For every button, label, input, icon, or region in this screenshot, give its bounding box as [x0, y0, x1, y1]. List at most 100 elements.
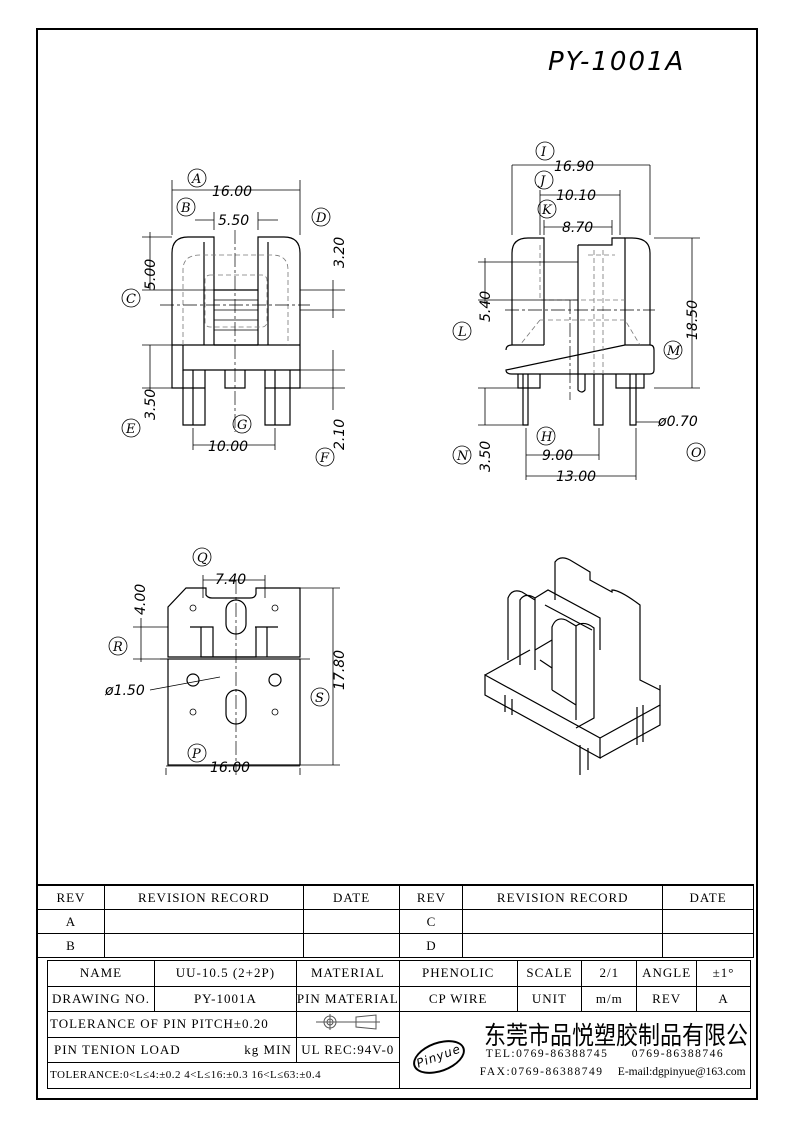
- dim-S: 17.80: [332, 650, 348, 690]
- date-cell: [302, 933, 401, 958]
- dim-B: 5.50: [218, 213, 249, 229]
- label-N: N: [456, 449, 469, 464]
- date-cell: [302, 909, 401, 934]
- label-J: J: [537, 174, 546, 189]
- revision-record-header: REVISION RECORD: [462, 884, 664, 910]
- angle-value: ±1°: [696, 960, 751, 987]
- company-name: 东莞市品悦塑胶制品有限公司: [483, 1021, 751, 1050]
- name-value: UU-10.5 (2+2P): [153, 960, 297, 987]
- label-A: A: [191, 172, 201, 187]
- dim-I: 16.90: [554, 159, 594, 175]
- pinyue-logo: Pinyue: [408, 1033, 470, 1081]
- revision-table: REV REVISION RECORD DATE REV REVISION RE…: [37, 884, 754, 958]
- rev-label: REV: [636, 985, 698, 1012]
- rev-value: A: [696, 985, 751, 1012]
- unit-label: UNIT: [516, 985, 583, 1012]
- rev-header: REV: [37, 884, 105, 910]
- dim-R: 4.00: [133, 584, 149, 615]
- pin-material-value: CP WIRE: [398, 985, 518, 1012]
- label-F: F: [319, 451, 330, 466]
- label-B: B: [180, 201, 191, 216]
- general-tolerance: TOLERANCE:0<L≤4:±0.2 4<L≤16:±0.3 16<L≤63…: [47, 1062, 400, 1089]
- dim-hole: ø1.50: [104, 683, 145, 699]
- dim-D: 3.20: [332, 237, 348, 268]
- label-C: C: [126, 292, 136, 307]
- rev-cell: C: [399, 909, 464, 934]
- rev-cell: B: [37, 933, 105, 958]
- revision-record-header: REVISION RECORD: [103, 884, 304, 910]
- dim-L: 5.40: [478, 291, 494, 322]
- label-S: S: [315, 691, 324, 706]
- label-L: L: [457, 325, 467, 340]
- material-value: PHENOLIC: [398, 960, 518, 987]
- dim-O: ø0.70: [657, 414, 698, 430]
- record-cell: [103, 909, 304, 934]
- label-G: G: [237, 418, 247, 433]
- dim-G: 10.00: [208, 439, 248, 455]
- rev-cell: A: [37, 909, 105, 934]
- name-label: NAME: [47, 960, 155, 987]
- label-Q: Q: [197, 551, 208, 566]
- front-view: 16.00 5.50 5.00 3.20 3.50 2.10 10.00 A B…: [121, 168, 348, 467]
- pin-tension-label: PIN TENION LOAD: [54, 1041, 181, 1057]
- email: E-mail:dgpinyue@163.com: [617, 1066, 746, 1078]
- drawing-frame: [36, 28, 758, 1100]
- pin-material-label: PIN MATERIAL: [295, 985, 400, 1012]
- table-row: B D: [37, 933, 754, 958]
- bottom-view: 7.40 4.00 17.80 16.00 ø1.50 Q R S P: [104, 547, 348, 776]
- pin-pitch-tolerance: TOLERANCE OF PIN PITCH±0.20: [47, 1011, 297, 1038]
- date-header: DATE: [662, 884, 754, 910]
- dim-M: 18.50: [685, 300, 701, 340]
- table-row: A C: [37, 909, 754, 934]
- label-D: D: [315, 211, 327, 226]
- drawing-no-label: DRAWING NO.: [47, 985, 155, 1012]
- rev-cell: D: [399, 933, 464, 958]
- projection-icon: [315, 1014, 380, 1031]
- isometric-view: [484, 557, 661, 775]
- date-cell: [662, 933, 754, 958]
- side-view: 16.90 10.10 8.70 5.40 18.50 3.50 ø0.70 9…: [452, 141, 706, 485]
- drawing-no-value: PY-1001A: [153, 985, 297, 1012]
- title-block: NAME UU-10.5 (2+2P) MATERIAL PHENOLIC SC…: [47, 960, 752, 1089]
- scale-value: 2/1: [581, 960, 638, 987]
- dim-K: 8.70: [562, 220, 593, 236]
- material-label: MATERIAL: [295, 960, 400, 987]
- dim-A: 16.00: [212, 184, 252, 200]
- dim-H-total: 13.00: [556, 469, 596, 485]
- unit-value: m/m: [581, 985, 638, 1012]
- record-cell: [462, 933, 664, 958]
- dim-J: 10.10: [556, 188, 596, 204]
- record-cell: [462, 909, 664, 934]
- projection-symbol: [295, 1011, 400, 1038]
- date-cell: [662, 909, 754, 934]
- label-P: P: [191, 747, 201, 762]
- record-cell: [103, 933, 304, 958]
- drawing-title: PY-1001A: [548, 47, 685, 77]
- dim-P: 16.00: [210, 760, 250, 776]
- label-E: E: [125, 422, 136, 437]
- rev-header: REV: [399, 884, 464, 910]
- date-header: DATE: [302, 884, 401, 910]
- angle-label: ANGLE: [636, 960, 698, 987]
- scale-label: SCALE: [516, 960, 583, 987]
- company-block: Pinyue 东莞市品悦塑胶制品有限公司 TEL:0769-86388745 0…: [398, 1011, 752, 1089]
- telephone-2: 0769-86388746: [631, 1048, 725, 1060]
- dim-H: 9.00: [542, 448, 573, 464]
- label-R: R: [112, 640, 123, 655]
- pin-tension-unit: kg MIN: [244, 1041, 292, 1057]
- technical-drawing: PY-1001A 16.00 5.50 5.00 3.20 3.50 2.10 …: [104, 47, 706, 776]
- label-M: M: [666, 344, 681, 359]
- pin-tension-cell: PIN TENION LOAD kg MIN: [47, 1036, 297, 1063]
- ul-rec: UL REC:94V-0: [295, 1036, 400, 1063]
- dim-E: 3.50: [143, 389, 159, 420]
- dim-N: 3.50: [478, 441, 494, 472]
- label-O: O: [691, 446, 702, 461]
- label-H: H: [540, 430, 553, 445]
- dim-F: 2.10: [332, 419, 348, 450]
- dim-C: 5.00: [143, 259, 159, 290]
- telephone: TEL:0769-86388745: [485, 1048, 609, 1060]
- fax: FAX:0769-86388749: [479, 1066, 604, 1078]
- dim-Q: 7.40: [215, 572, 246, 588]
- label-I: I: [540, 145, 547, 160]
- label-K: K: [541, 203, 553, 218]
